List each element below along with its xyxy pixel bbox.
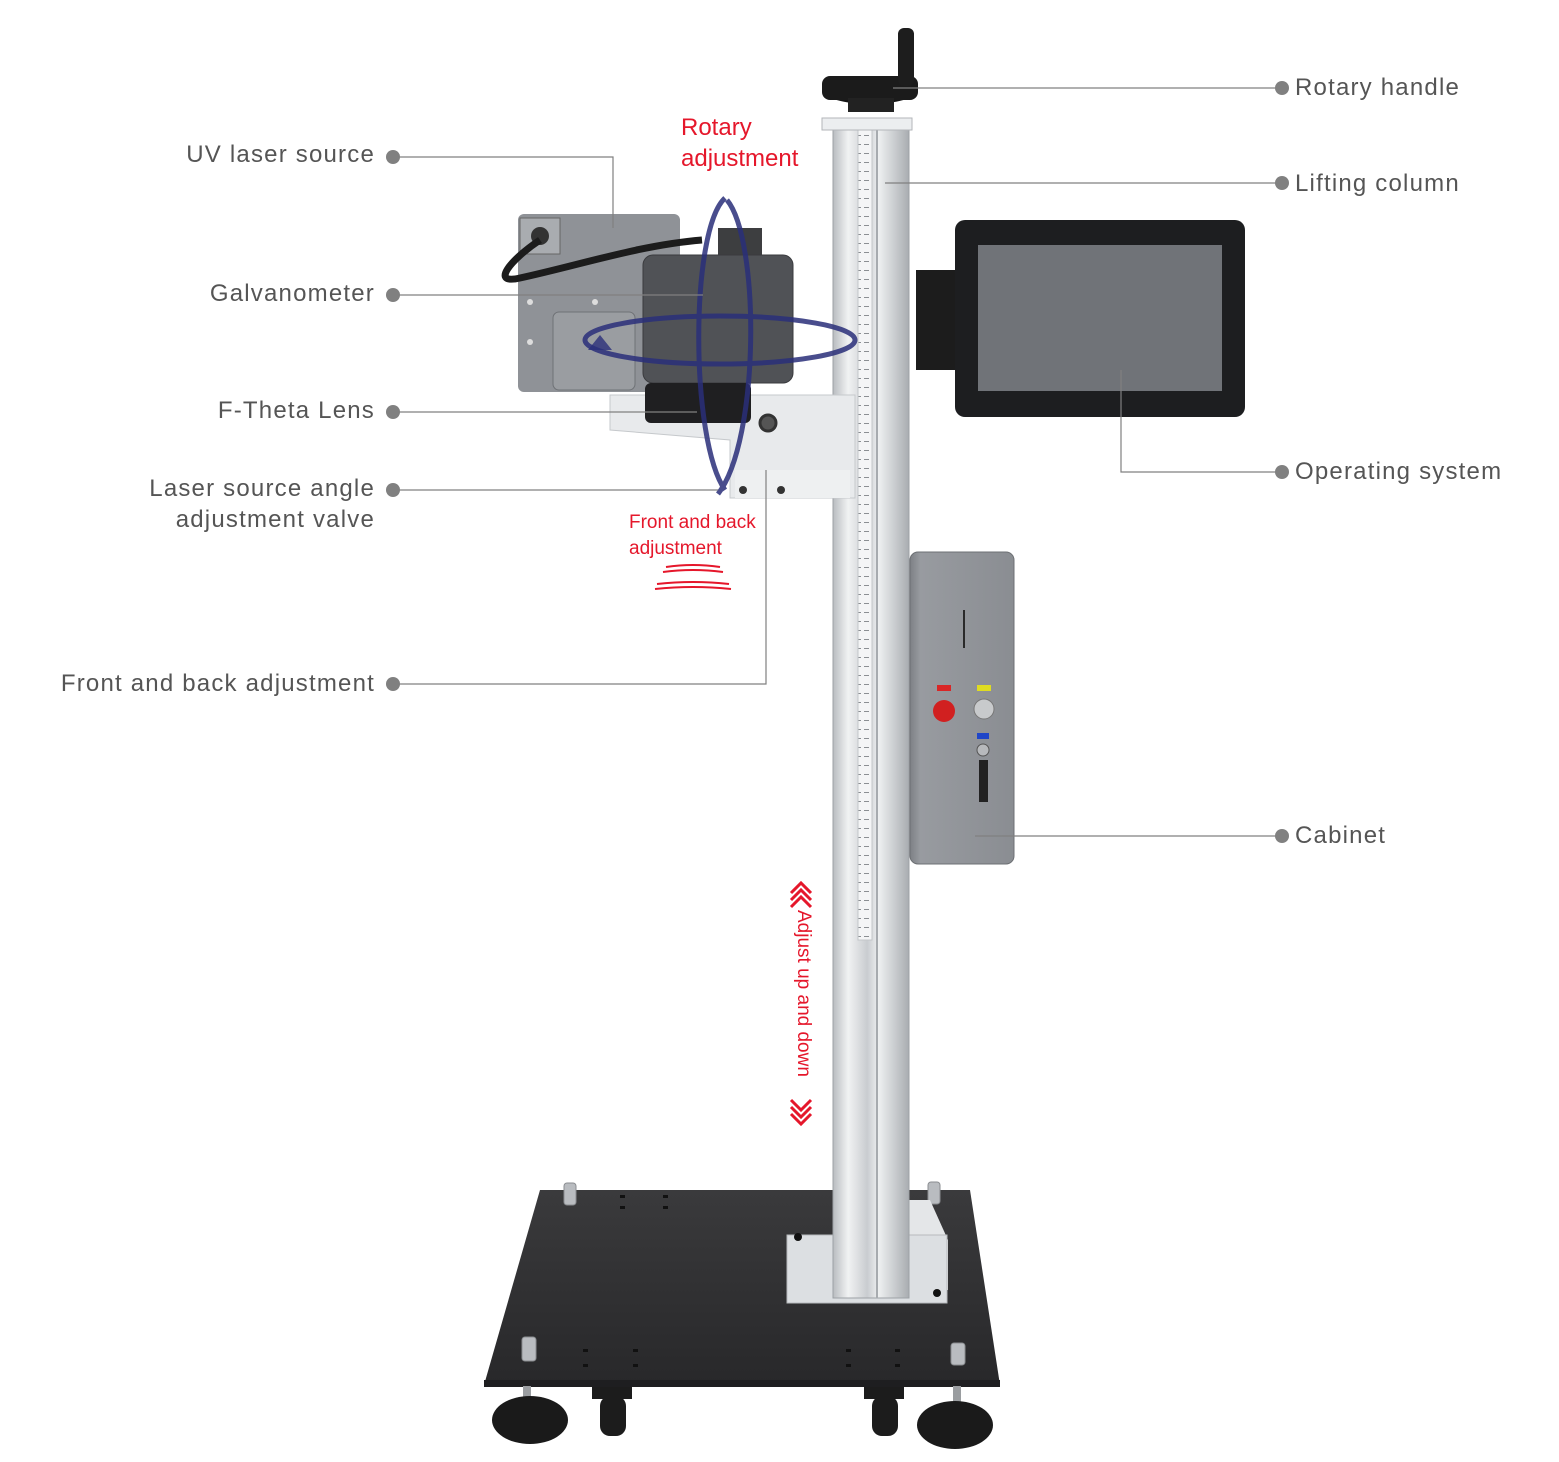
annotation-rotary-line2: adjustment (681, 145, 799, 172)
label-lifting-column: Lifting column (1295, 170, 1460, 197)
label-galvanometer: Galvanometer (209, 280, 375, 307)
annotation-rotary-line1: Rotary (681, 114, 752, 141)
label-f-theta-lens: F-Theta Lens (217, 397, 375, 424)
lifting-column (821, 117, 913, 1299)
annotation-rotary-adjustment: Rotary adjustment (681, 112, 798, 174)
label-rotary-handle: Rotary handle (1295, 74, 1461, 101)
rotary-handle (822, 28, 918, 112)
label-cabinet: Cabinet (1295, 822, 1387, 849)
control-cabinet (909, 551, 1015, 865)
annotation-front-back: Front and back adjustment (629, 510, 756, 562)
label-laser-angle-valve-line1: Laser source angle (149, 475, 375, 502)
label-laser-angle-valve: Laser source angle adjustment valve (149, 473, 375, 535)
annotation-front-back-line1: Front and back (629, 512, 756, 533)
arrowhead-icon (588, 335, 612, 350)
horizontal-waves-icon (654, 564, 732, 590)
f-theta-lens (645, 383, 850, 498)
chevron-down-icon (789, 1098, 813, 1127)
leader-dots (386, 81, 1289, 843)
leader-lines (399, 87, 1276, 837)
rotation-arrow-icon (582, 196, 858, 496)
chevron-up-icon (789, 880, 813, 909)
label-operating-system: Operating system (1295, 458, 1503, 485)
label-laser-angle-valve-line2: adjustment valve (175, 506, 375, 533)
annotation-front-back-line2: adjustment (629, 538, 722, 559)
annotation-adjust-up-down: Adjust up and down (793, 910, 814, 1077)
label-uv-laser-source: UV laser source (186, 141, 375, 168)
operating-screen (916, 220, 1245, 417)
label-front-back-adjustment: Front and back adjustment (60, 670, 375, 697)
